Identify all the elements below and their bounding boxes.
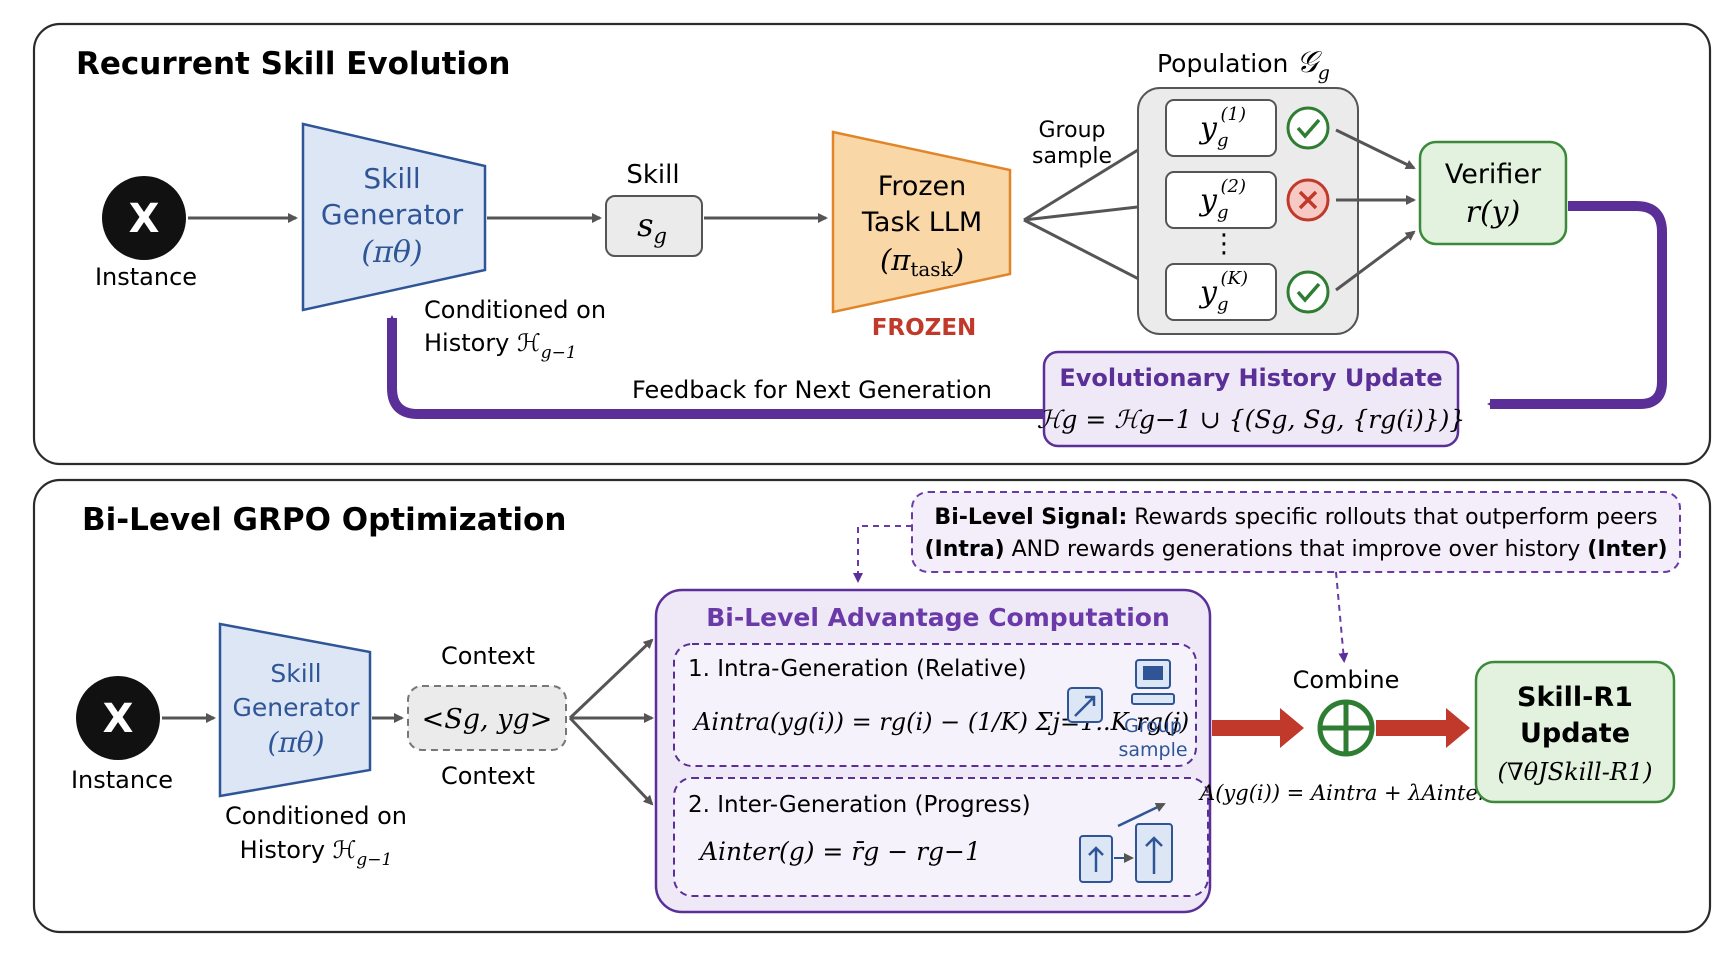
check-mark (1296, 282, 1321, 303)
skill-box (605, 195, 703, 257)
arrow-advantage-to-combine (1212, 708, 1304, 748)
panel-recurrent-skill-evolution: Recurrent Skill Evolution X Instance Ski… (32, 22, 1712, 466)
skill-r1-update-node (1474, 660, 1676, 804)
group-sample-line1: Group (1039, 118, 1106, 143)
arrow-combine-to-update (1376, 708, 1470, 748)
instance-node-icon (102, 176, 186, 260)
context-expr: <Sg, yg> (422, 704, 553, 735)
conditioned-line1-bottom: Conditioned on (225, 802, 407, 830)
instance-symbol: X (129, 196, 160, 242)
generator-line2: Generator (321, 198, 464, 231)
generator-line1: Skill (363, 162, 420, 195)
population-ellipsis: ⋮ (1211, 229, 1237, 259)
frozen-tag: FROZEN (872, 315, 977, 341)
feedback-label: Feedback for Next Generation (632, 376, 992, 404)
population-sample-label: yg(2) (1198, 176, 1246, 223)
intra-title: 1. Intra-Generation (Relative) (688, 656, 1027, 682)
group-sample-icon-line2: sample (1118, 739, 1187, 761)
skill-symbol: sg (637, 206, 667, 248)
arrow-verifier-to-history (1487, 201, 1667, 409)
update-line2: Update (1520, 718, 1630, 749)
frozen-line2: Task LLM (861, 207, 982, 238)
instance-node-icon-bottom (76, 676, 160, 760)
population-sample-label: yg(1) (1198, 104, 1246, 151)
arrow-sampleK-to-verifier (1335, 230, 1416, 292)
intra-formula: Aintra(yg(i)) = rg(i) − (1/K) Σj=1..K rg… (692, 708, 1189, 736)
verifier-node (1418, 140, 1568, 246)
skill-generator-node-bottom (218, 622, 372, 798)
progress-trend (1117, 802, 1166, 828)
progress-large-arrow (1145, 836, 1163, 874)
conditioned-line2-bottom: History ℋg−1 (240, 836, 393, 870)
context-box (407, 685, 567, 751)
instance-symbol-bottom: X (103, 696, 134, 742)
bi-level-signal-box (911, 491, 1681, 573)
inter-formula: Ainter(g) = r̄g − rg−1 (698, 837, 981, 866)
population-sample-label: yg(K) (1198, 268, 1248, 315)
generator-policy: (πθ) (361, 235, 422, 270)
check-icon (1286, 106, 1330, 150)
history-update-title: Evolutionary History Update (1059, 364, 1442, 392)
context-bottom-label: Context (441, 762, 535, 790)
update-line3: (∇θJSkill-R1) (1497, 758, 1652, 786)
instance-label: Instance (95, 263, 197, 291)
intra-generation-box (673, 643, 1197, 767)
group-sample-line2: sample (1032, 144, 1112, 169)
check-mark (1296, 118, 1321, 139)
signal-to-combine-connector (1335, 571, 1349, 663)
context-top-label: Context (441, 642, 535, 670)
population-sample-box (1165, 263, 1277, 321)
group-sample-icon-line1: Group (1124, 715, 1182, 737)
generator-policy-bottom: (πθ) (267, 726, 324, 759)
combine-label: Combine (1293, 666, 1400, 694)
advantage-title: Bi-Level Advantage Computation (706, 603, 1170, 632)
top-panel-title: Recurrent Skill Evolution (76, 46, 510, 82)
verifier-line2: r(y) (1466, 195, 1521, 230)
generator-line1-bottom: Skill (270, 659, 321, 688)
skill-label: Skill (626, 160, 679, 190)
panel-bi-level-grpo: Bi-Level GRPO Optimization Bi-Level Sign… (32, 478, 1712, 934)
generator-line2-bottom: Generator (233, 693, 361, 722)
signal-to-advantage-connector (853, 525, 912, 583)
progress-small-arrow (1088, 846, 1104, 872)
arrow-sample1-to-verifier (1335, 128, 1416, 170)
frozen-policy: (πtask) (880, 243, 964, 281)
cross-mark (1298, 190, 1318, 210)
conditioned-line1: Conditioned on (424, 296, 606, 324)
computer-screen (1143, 666, 1163, 680)
frozen-line1: Frozen (878, 171, 967, 202)
signal-line2: (Intra) AND rewards generations that imp… (924, 537, 1667, 562)
history-update-formula: ℋg = ℋg−1 ∪ {(Sg, Sg, {rg(i)})} (1037, 405, 1466, 434)
skill-generator-node (301, 122, 487, 312)
arrow-context-up (568, 638, 654, 720)
trend-up-arrow (1074, 695, 1096, 717)
update-line1: Skill-R1 (1517, 682, 1633, 713)
population-sample-box (1165, 171, 1277, 229)
check-icon (1286, 270, 1330, 314)
signal-line1: Bi-Level Signal: Rewards specific rollou… (934, 505, 1657, 530)
combined-formula: A(yg(i)) = Aintra + λAinter (1198, 781, 1490, 805)
conditioned-line2: History ℋg−1 (424, 329, 577, 363)
bottom-panel-title: Bi-Level GRPO Optimization (82, 502, 566, 538)
frozen-task-llm-node (831, 130, 1012, 314)
history-update-box (1042, 350, 1460, 448)
arrow-context-down (568, 716, 654, 806)
computer-base (1131, 693, 1175, 705)
verifier-line1: Verifier (1445, 159, 1542, 190)
inter-generation-box (673, 777, 1209, 897)
inter-title: 2. Inter-Generation (Progress) (688, 792, 1031, 818)
instance-label-bottom: Instance (71, 766, 173, 794)
arrow-history-to-generator (387, 315, 1044, 419)
population-sample-box (1165, 99, 1277, 157)
